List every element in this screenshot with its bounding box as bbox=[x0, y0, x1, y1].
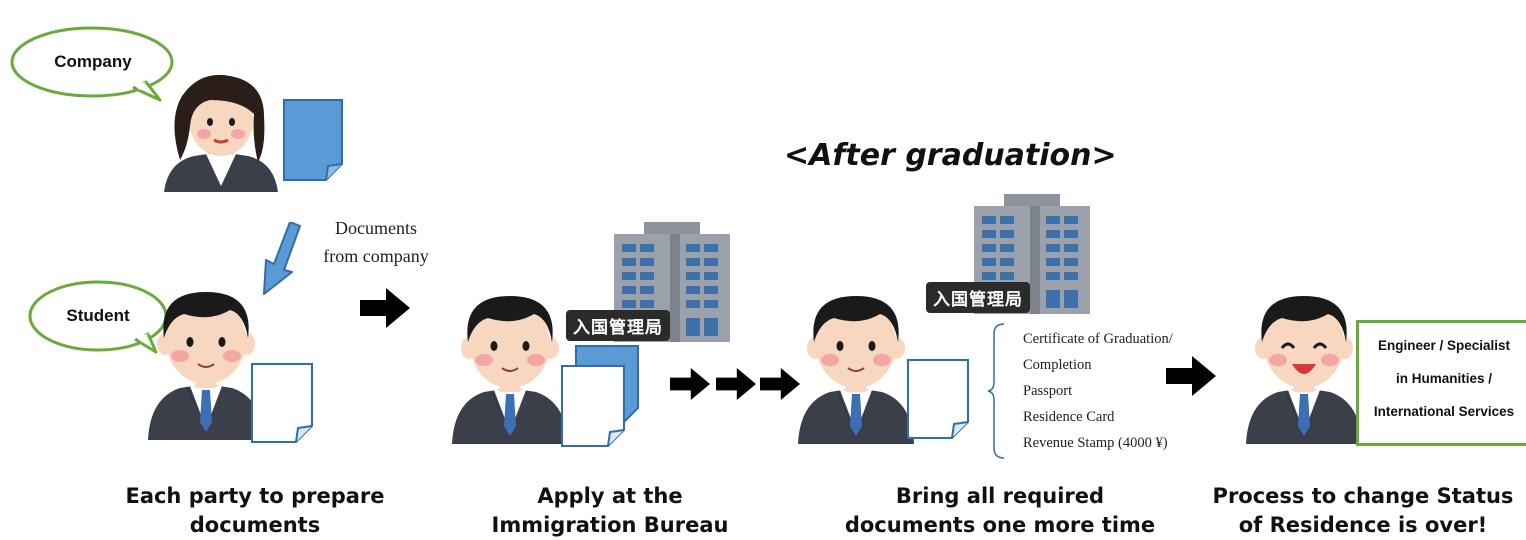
student-bubble: Student bbox=[26, 278, 176, 356]
company-document-icon bbox=[283, 99, 343, 181]
step-arrow-icon bbox=[360, 288, 410, 328]
speech-bubble-icon bbox=[28, 280, 168, 354]
required-doc-residence-card: Residence Card bbox=[1023, 409, 1115, 425]
step1-caption-line-2: documents bbox=[189, 513, 321, 537]
required-documents-list: Certificate of Graduation/ Completion Pa… bbox=[1023, 326, 1173, 456]
result-status-line-1: Engineer / Specialist bbox=[1377, 338, 1511, 353]
step1-caption: Each party to prepare documents bbox=[90, 482, 420, 540]
result-status-box: Engineer / Specialist in Humanities / In… bbox=[1356, 320, 1526, 446]
student-person-icon bbox=[797, 295, 915, 444]
required-document-icon bbox=[907, 359, 969, 439]
step4-caption-line-2: of Residence is over! bbox=[1238, 513, 1488, 537]
step4-caption-line-1: Process to change Status bbox=[1212, 484, 1514, 508]
step4-caption: Process to change Status of Residence is… bbox=[1200, 482, 1526, 540]
step2-caption: Apply at the Immigration Bureau bbox=[440, 482, 780, 540]
step3-caption-line-1: Bring all required bbox=[895, 484, 1105, 508]
step-arrow-icon bbox=[670, 368, 710, 400]
result-status-line-2: in Humanities / bbox=[1395, 371, 1493, 386]
down-arrow-icon bbox=[263, 222, 301, 295]
after-graduation-heading: <After graduation> bbox=[784, 138, 1117, 173]
documents-from-company-line-2: from company bbox=[323, 246, 429, 266]
happy-student-person-icon bbox=[1245, 295, 1363, 444]
company-label: Company bbox=[54, 52, 132, 71]
speech-bubble-icon bbox=[10, 26, 174, 102]
student-document-icon bbox=[251, 363, 313, 443]
student-person-icon bbox=[451, 295, 569, 444]
company-bubble: Company bbox=[8, 24, 178, 104]
immigration-bureau-label: 入国管理局 bbox=[926, 282, 1030, 313]
company-person-icon bbox=[164, 74, 278, 192]
required-doc-passport: Passport bbox=[1023, 383, 1073, 399]
required-doc-certificate: Certificate of Graduation/ bbox=[1023, 331, 1173, 347]
step-arrow-icon bbox=[1166, 356, 1216, 396]
step1-caption-line-1: Each party to prepare bbox=[125, 484, 385, 508]
immigration-bureau-label: 入国管理局 bbox=[566, 310, 670, 341]
documents-from-company-text: Documents from company bbox=[296, 214, 456, 270]
document-stack-icon bbox=[561, 345, 639, 447]
step3-caption-line-2: documents one more time bbox=[844, 513, 1156, 537]
step3-caption: Bring all required documents one more ti… bbox=[820, 482, 1180, 540]
required-doc-completion: Completion bbox=[1023, 357, 1092, 373]
step-arrow-icon bbox=[716, 368, 756, 400]
student-label: Student bbox=[66, 306, 130, 325]
documents-from-company-line-1: Documents bbox=[335, 218, 417, 238]
step2-caption-line-1: Apply at the bbox=[537, 484, 683, 508]
bracket-icon bbox=[987, 323, 1005, 459]
step2-caption-line-2: Immigration Bureau bbox=[491, 513, 729, 537]
result-status-line-3: International Services bbox=[1373, 404, 1515, 419]
required-doc-revenue-stamp: Revenue Stamp (4000 ¥) bbox=[1023, 435, 1168, 451]
